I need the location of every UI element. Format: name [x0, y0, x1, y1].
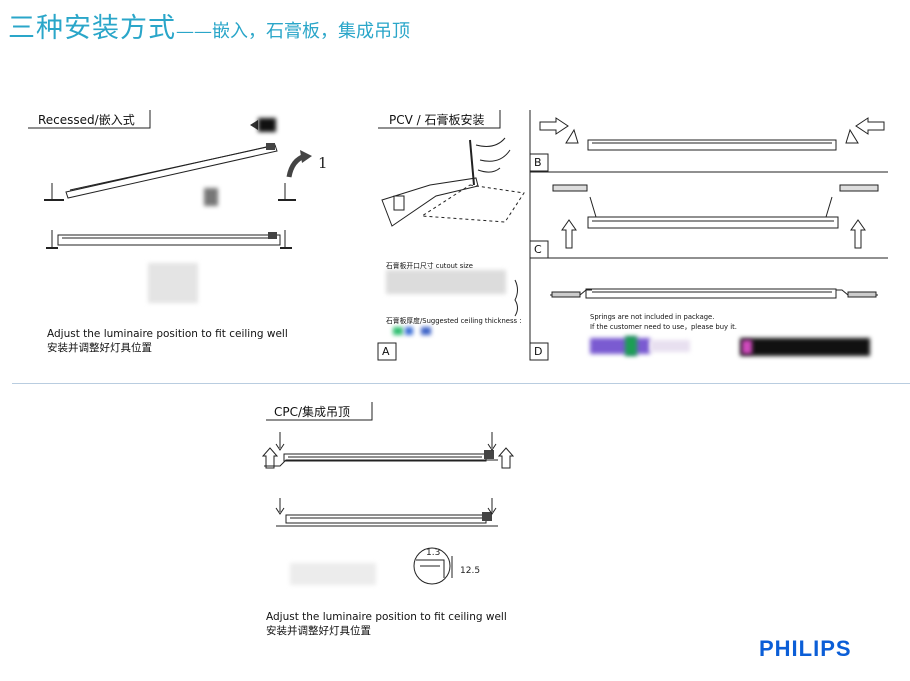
pcv-tab-frame [378, 110, 501, 129]
cpc-tab-label: CPC/集成吊顶 [274, 405, 351, 419]
panel-letter-d: D [534, 345, 543, 358]
philips-logo: PHILIPS [759, 636, 852, 661]
cpc-caption-cn: 安装并调整好灯具位置 [266, 625, 371, 637]
detail-magnifier [413, 547, 451, 585]
down-arrow-icon [204, 188, 218, 206]
left-arrow-icon [250, 120, 258, 130]
panel-b-luminaire [587, 139, 837, 151]
recessed-caption-en: Adjust the luminaire position to fit cei… [47, 328, 288, 340]
panel-letter-b: B [534, 156, 542, 169]
title-dash: —— [176, 21, 212, 42]
panel-letter-c: C [534, 243, 542, 256]
title-subtitle: 嵌入，石膏板，集成吊顶 [212, 21, 410, 42]
dimension-12-5: 12.5 [460, 566, 481, 576]
cpc-caption-en: Adjust the luminaire position to fit cei… [266, 611, 507, 623]
recessed-tilted-panel [65, 144, 278, 199]
step-number: 1 [318, 154, 328, 172]
ceiling-thickness-label: 石膏板厚度/Suggested ceiling thickness : [386, 317, 522, 325]
title-main: 三种安装方式 [8, 13, 176, 44]
arrow-up-left-icon [561, 219, 577, 249]
saw-icon [381, 177, 479, 227]
recessed-tab-label: Recessed/嵌入式 [38, 113, 135, 127]
cpc-tab-frame [266, 402, 373, 421]
recessed-tab-frame [28, 110, 151, 129]
pencil-icon [469, 139, 475, 186]
cutout-size-label: 石膏板开口尺寸 cutout size [386, 262, 473, 270]
section-divider [12, 383, 910, 384]
cpc-ceiling-top [264, 459, 498, 467]
arrow-left-icon [855, 117, 885, 135]
recessed-installed-panel [57, 234, 281, 246]
springs-note-line2: If the customer need to use，please buy i… [590, 323, 737, 331]
page-title: 三种安装方式——嵌入，石膏板，集成吊顶 [8, 6, 410, 45]
arrow-right-icon [539, 117, 569, 135]
arrow-up-icon-right [497, 447, 515, 469]
dimension-1-3: 1.3 [426, 548, 441, 558]
pcv-tab-label: PCV / 石膏板安装 [389, 113, 485, 127]
arrow-up-right-icon [850, 219, 866, 249]
panel-c-luminaire [587, 216, 839, 229]
springs-note-line1: Springs are not included in package. [590, 313, 715, 321]
recessed-caption-cn: 安装并调整好灯具位置 [47, 342, 152, 354]
arrow-up-icon [261, 447, 279, 469]
panel-letter-a: A [382, 345, 390, 358]
panel-d-luminaire [585, 288, 837, 299]
